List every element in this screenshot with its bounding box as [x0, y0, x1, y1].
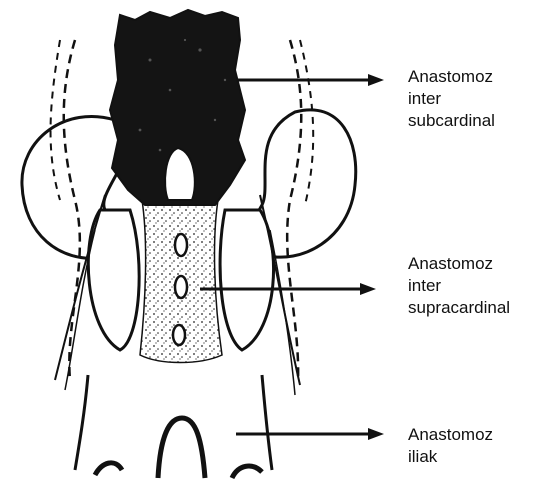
label-subcardinal-line1: Anastomoz: [408, 66, 495, 88]
left-iliac-hook: [95, 463, 122, 475]
lower-left-wall: [75, 375, 88, 470]
pointer-arrow-iliac: [236, 428, 384, 440]
label-iliac-line2: iliak: [408, 446, 493, 468]
label-supracardinal: Anastomoz inter supracardinal: [408, 253, 510, 319]
oval-2: [175, 276, 187, 298]
pointer-arrow-subcardinal: [238, 74, 384, 86]
label-subcardinal-line2: inter: [408, 88, 495, 110]
label-subcardinal-line3: subcardinal: [408, 110, 495, 132]
lower-right-wall: [262, 375, 272, 470]
label-supracardinal-line1: Anastomoz: [408, 253, 510, 275]
oval-3: [173, 325, 185, 345]
label-iliac: Anastomoz iliak: [408, 424, 493, 468]
left-lateral-vein: [88, 210, 139, 350]
right-iliac-hook: [232, 466, 262, 478]
label-subcardinal: Anastomoz inter subcardinal: [408, 66, 495, 132]
right-lateral-vein: [220, 210, 273, 350]
iliac-arch: [158, 418, 205, 478]
label-supracardinal-line3: supracardinal: [408, 297, 510, 319]
oval-1: [175, 234, 187, 256]
label-iliac-line1: Anastomoz: [408, 424, 493, 446]
label-supracardinal-line2: inter: [408, 275, 510, 297]
